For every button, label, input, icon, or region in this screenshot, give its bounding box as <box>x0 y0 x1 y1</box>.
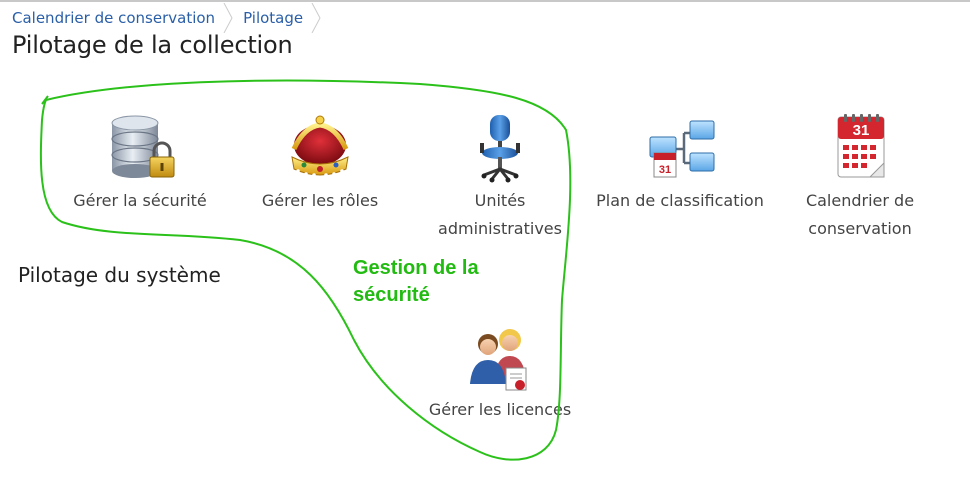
svg-text:31: 31 <box>659 164 671 176</box>
tile-label: Gérer les rôles <box>261 191 379 210</box>
database-lock-icon <box>111 115 175 178</box>
chevron-right-icon <box>223 3 233 33</box>
classification-plan-tile[interactable]: 31 Plan de classification <box>595 113 765 215</box>
breadcrumb-label[interactable]: Calendrier de conservation <box>12 9 216 27</box>
breadcrumb-item-pilotage[interactable]: Pilotage <box>233 3 321 33</box>
hierarchy-calendar-icon: 31 <box>649 120 715 178</box>
breadcrumb-label[interactable]: Pilotage <box>243 9 304 27</box>
manage-roles-tile[interactable]: Gérer les rôles <box>235 113 405 215</box>
tile-label: Plan de classification <box>596 191 764 210</box>
calendar-icon: 31 <box>837 114 885 178</box>
tile-label: Unités administratives <box>438 191 562 238</box>
manage-security-tile[interactable]: Gérer la sécurité <box>55 113 225 215</box>
page-title: Pilotage de la collection <box>12 31 293 59</box>
tile-label: Gérer les licences <box>428 400 572 419</box>
annotation-security-management: Gestion de la sécurité <box>353 257 479 306</box>
top-border <box>0 0 970 2</box>
tile-label: Calendrier de conservation <box>805 191 915 238</box>
office-chair-icon <box>480 115 520 183</box>
admin-units-tile[interactable]: Unités administratives <box>415 113 585 243</box>
chevron-right-icon <box>311 3 321 33</box>
svg-text:31: 31 <box>853 122 870 139</box>
breadcrumb-item-calendrier[interactable]: Calendrier de conservation <box>0 3 233 33</box>
breadcrumb: Calendrier de conservation Pilotage <box>0 3 321 33</box>
section-title-system: Pilotage du système <box>18 263 221 287</box>
crown-icon <box>291 115 349 177</box>
tile-label: Gérer la sécurité <box>73 191 207 210</box>
retention-schedule-tile[interactable]: 31 Calendrier de conservation <box>775 113 945 243</box>
users-certificate-icon <box>470 329 527 391</box>
manage-licenses-tile[interactable]: Gérer les licences <box>415 322 585 424</box>
